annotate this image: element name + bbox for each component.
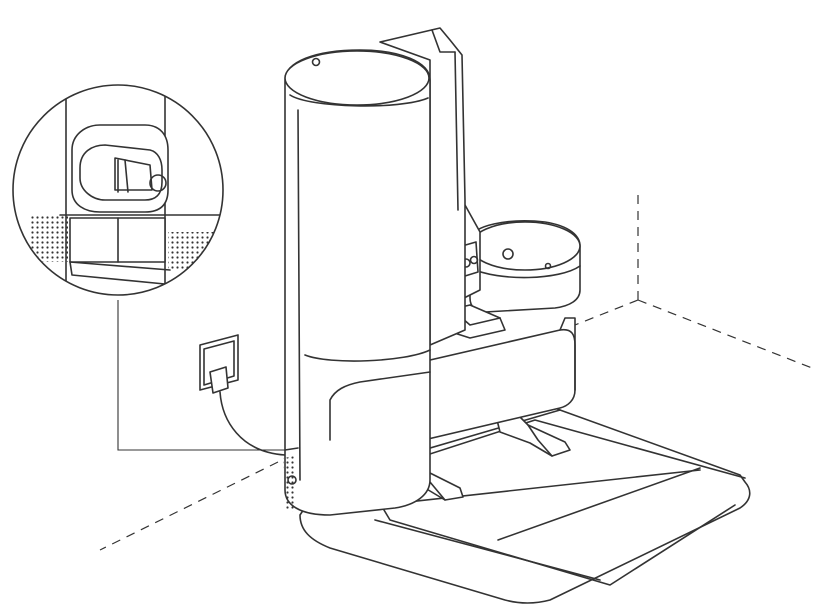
room-corner-guides	[99, 195, 813, 551]
magnifier-callout-icon	[12, 84, 224, 296]
wall-outlet-icon	[199, 334, 286, 456]
callout-leader-line	[117, 300, 285, 451]
dock-tower	[283, 49, 431, 516]
water-tank	[469, 220, 581, 313]
